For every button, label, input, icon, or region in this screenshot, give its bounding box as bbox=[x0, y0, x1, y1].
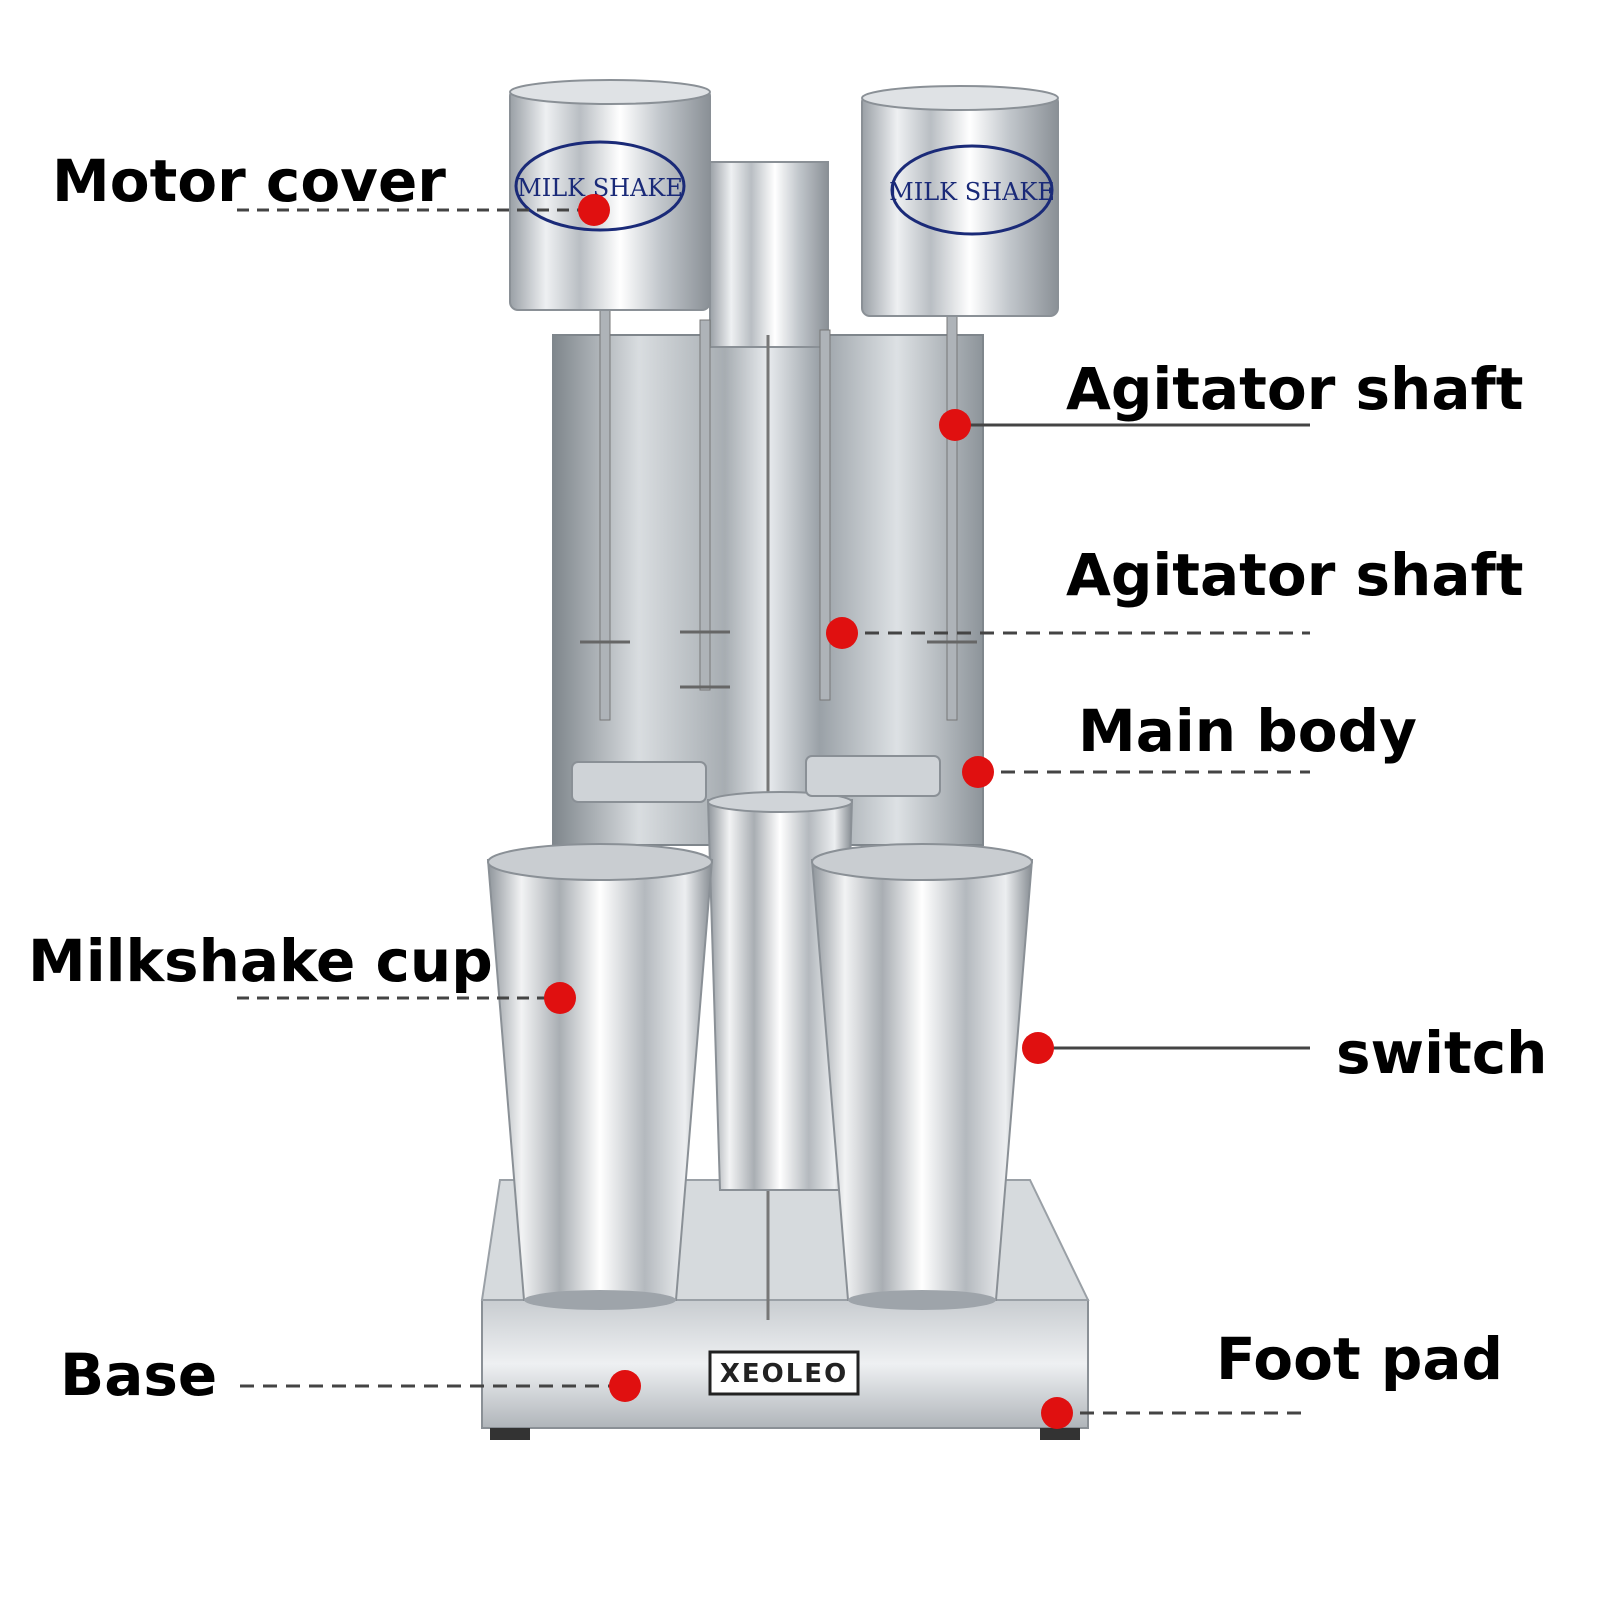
leader-foot-pad bbox=[1041, 1397, 1310, 1429]
label-milkshake-cup: Milkshake cup bbox=[28, 927, 493, 995]
cup-holders bbox=[571, 755, 941, 803]
label-main-body: Main body bbox=[1078, 697, 1417, 765]
marker-agitator-shaft-lower bbox=[826, 617, 858, 649]
marker-agitator-shaft-upper bbox=[939, 409, 971, 441]
milkshake-cup-right bbox=[810, 843, 1034, 1310]
label-foot-pad: Foot pad bbox=[1216, 1325, 1504, 1393]
motor-housing-right: MILK SHAKE bbox=[861, 85, 1059, 317]
marker-motor-cover bbox=[578, 194, 610, 226]
label-agitator-shaft-upper: Agitator shaft bbox=[1066, 355, 1524, 423]
marker-main-body bbox=[962, 756, 994, 788]
leader-motor-cover bbox=[237, 194, 610, 226]
label-motor-cover: Motor cover bbox=[52, 147, 446, 215]
marker-base bbox=[609, 1370, 641, 1402]
marker-milkshake-cup bbox=[544, 982, 576, 1014]
label-base: Base bbox=[60, 1341, 218, 1409]
brand-logo-text: XEOLEO bbox=[720, 1359, 848, 1389]
brand-logo: XEOLEO bbox=[708, 1350, 860, 1396]
leader-switch bbox=[1022, 1032, 1310, 1064]
leader-milkshake-cup bbox=[237, 982, 576, 1014]
label-agitator-shaft-lower: Agitator shaft bbox=[1066, 541, 1524, 609]
leader-agitator-shaft-lower bbox=[826, 617, 1310, 649]
label-switch: switch bbox=[1336, 1019, 1548, 1087]
marker-foot-pad bbox=[1041, 1397, 1073, 1429]
leader-base bbox=[240, 1370, 641, 1402]
leader-main-body bbox=[962, 756, 1310, 788]
leader-agitator-shaft-upper bbox=[939, 409, 1310, 441]
motor-housing-left: MILK SHAKE bbox=[509, 79, 711, 311]
motor-band-text-right: MILK SHAKE bbox=[889, 178, 1055, 206]
milkshake-cup-left bbox=[486, 843, 714, 1310]
marker-switch bbox=[1022, 1032, 1054, 1064]
